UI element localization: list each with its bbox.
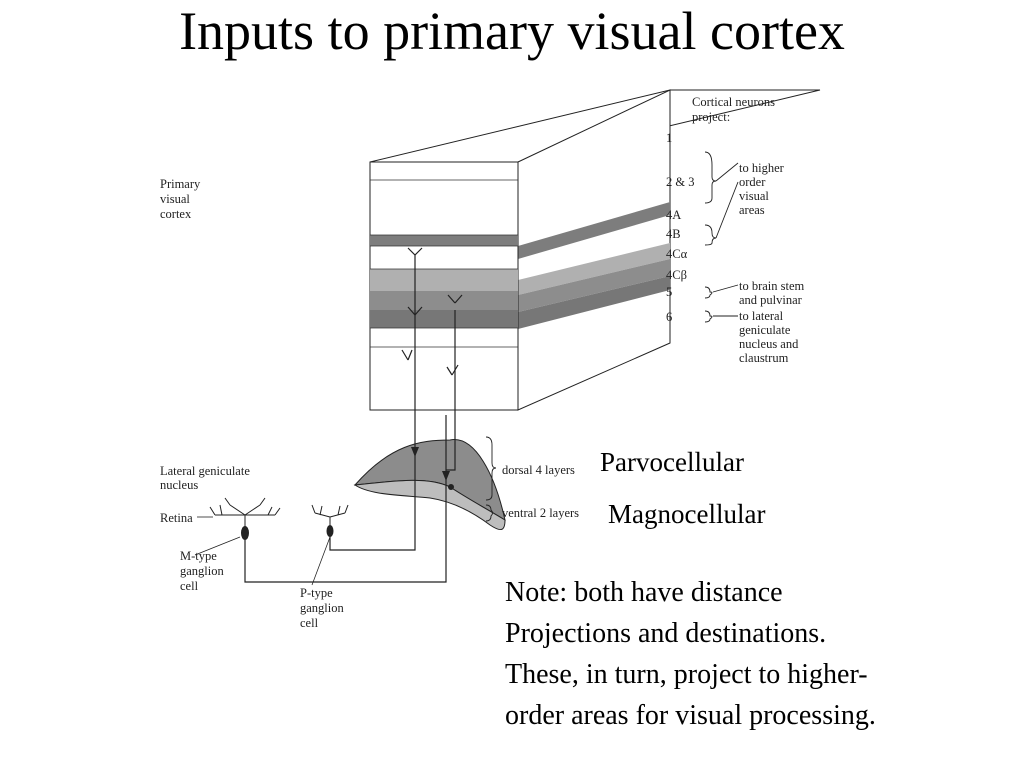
note-line-1: Note: both have distance	[505, 577, 783, 608]
layer-label-6: 6	[666, 310, 672, 324]
proj-lgn-line2: geniculate	[739, 323, 791, 337]
ptype-label-line3: cell	[300, 616, 319, 630]
lgn-ventral-layers	[353, 479, 506, 531]
cortical-neurons-header-line1: Cortical neurons	[692, 95, 775, 109]
visual-pathway-figure: Cortical neurons project: Primary visual…	[150, 85, 840, 645]
slide-title: Inputs to primary visual cortex	[179, 1, 845, 61]
layer-label-4b: 4B	[666, 227, 681, 241]
proj-brainstem-line2: and pulvinar	[739, 293, 803, 307]
mtype-label-line3: cell	[180, 579, 199, 593]
layer-label-4cb: 4Cβ	[666, 268, 687, 282]
layer-4a-side	[518, 202, 670, 259]
note-line-4: order areas for visual processing.	[505, 700, 876, 731]
ventral-layers-label: ventral 2 layers	[502, 506, 579, 520]
layer-5-side	[518, 259, 670, 312]
note-line-3: These, in turn, project to higher-	[505, 659, 868, 690]
cortex-label-line1: Primary	[160, 177, 201, 191]
proj-brainstem-line1: to brain stem	[739, 279, 805, 293]
proj-lgn-line3: nucleus and	[739, 337, 799, 351]
mtype-label-line1: M-type	[180, 549, 217, 563]
dorsal-layers-label: dorsal 4 layers	[502, 463, 575, 477]
layer-4cb-front	[370, 269, 518, 291]
layer-label-4a: 4A	[666, 208, 681, 222]
parvocellular-label: Parvocellular	[600, 447, 744, 477]
proj-higher-line1: to higher	[739, 161, 785, 175]
layer-label-1: 1	[666, 131, 672, 145]
lgn-label-line2: nucleus	[160, 478, 198, 492]
proj-lgn-line4: claustrum	[739, 351, 789, 365]
proj-higher-line2: order	[739, 175, 766, 189]
note-line-2: Projections and destinations.	[505, 618, 827, 649]
layer-4a-front	[370, 235, 518, 246]
proj-lgn-line1: to lateral	[739, 309, 784, 323]
layer-4cb-side	[518, 243, 670, 295]
proj-higher-line4: areas	[739, 203, 765, 217]
lgn-label-line1: Lateral geniculate	[160, 464, 250, 478]
layer-6-front	[370, 310, 518, 328]
cortical-neurons-header-line2: project:	[692, 110, 730, 124]
retina-label: Retina	[160, 511, 193, 525]
cortex-label-line3: cortex	[160, 207, 192, 221]
proj-higher-line3: visual	[739, 189, 769, 203]
layer-label-5: 5	[666, 285, 672, 299]
layer-label-4ca: 4Cα	[666, 247, 688, 261]
cortex-label-line2: visual	[160, 192, 190, 206]
ptype-label-line2: ganglion	[300, 601, 344, 615]
layer-5-front	[370, 291, 518, 310]
mtype-label-line2: ganglion	[180, 564, 224, 578]
layer-label-2-3: 2 & 3	[666, 175, 694, 189]
ptype-label-line1: P-type	[300, 586, 333, 600]
layer-6-side	[518, 276, 670, 329]
magnocellular-label: Magnocellular	[608, 499, 766, 529]
note-text: Note: both have distance Projections and…	[505, 572, 1005, 736]
